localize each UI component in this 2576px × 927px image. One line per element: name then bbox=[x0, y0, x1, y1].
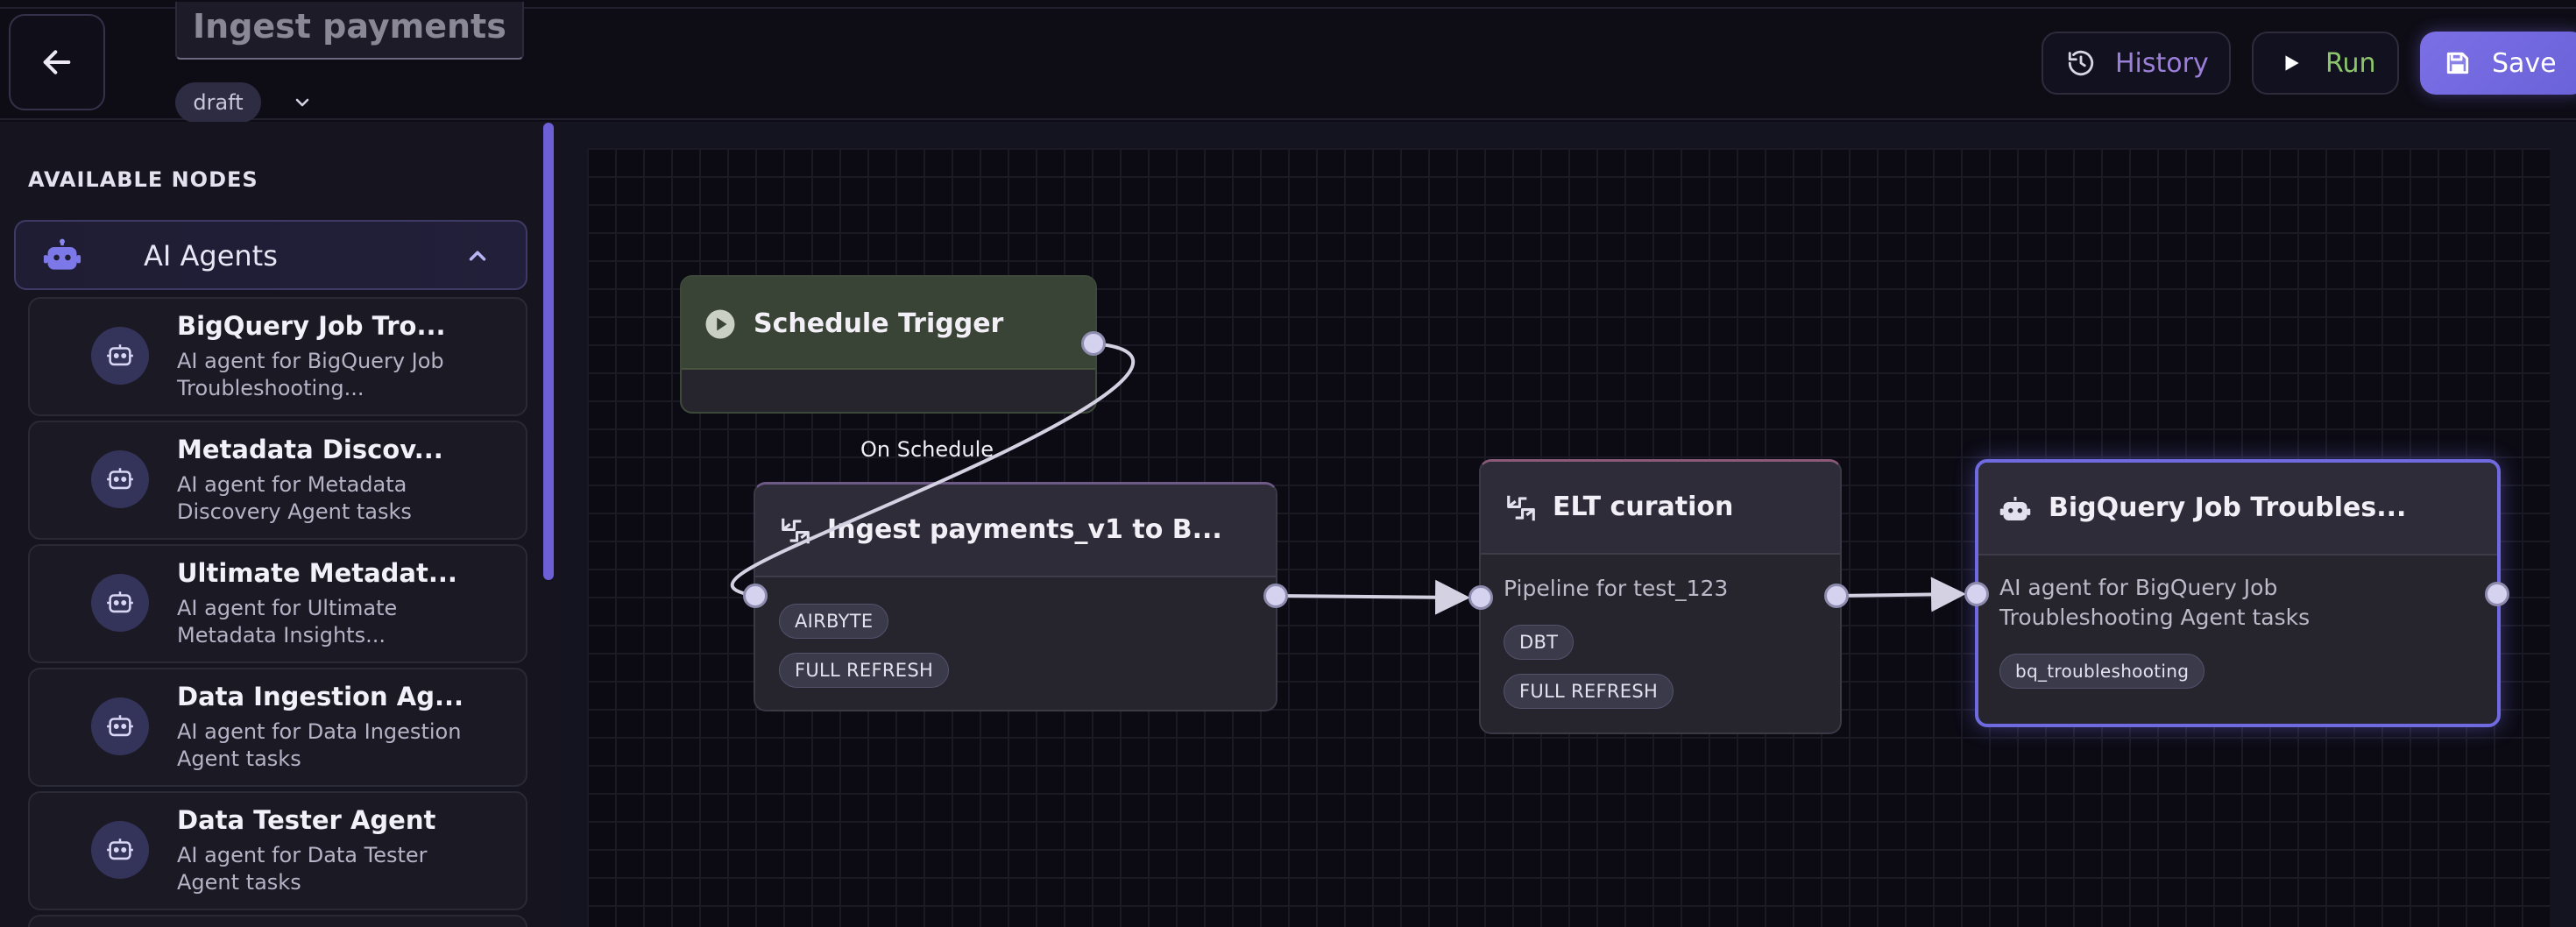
top-header: Ingest payments draft History Run Save bbox=[0, 0, 2576, 123]
history-button[interactable]: History bbox=[2042, 32, 2231, 95]
output-port[interactable] bbox=[1081, 331, 1106, 356]
node-header: Ingest payments_v1 to B... bbox=[755, 485, 1276, 577]
robot-icon bbox=[91, 574, 149, 632]
chevron-up-icon[interactable] bbox=[464, 243, 491, 272]
status-badge[interactable]: draft bbox=[175, 82, 261, 123]
chevron-down-icon bbox=[295, 98, 309, 107]
node-ingest-payments[interactable]: Ingest payments_v1 to B... AIRBYTE FULL … bbox=[754, 482, 1277, 711]
play-icon bbox=[2276, 48, 2306, 78]
node-title: Ingest payments_v1 to B... bbox=[827, 514, 1222, 545]
input-port[interactable] bbox=[743, 584, 768, 608]
header-divider bbox=[0, 7, 2576, 9]
robot-icon bbox=[91, 821, 149, 879]
category-ai-agents[interactable]: AI Agents bbox=[14, 220, 527, 290]
category-label: AI Agents bbox=[144, 239, 278, 272]
history-label: History bbox=[2115, 47, 2209, 79]
node-header: BigQuery Job Troubles... bbox=[1978, 463, 2497, 555]
palette-item-name: Data Ingestion Ag... bbox=[177, 682, 464, 711]
robot-icon bbox=[91, 450, 149, 508]
history-icon bbox=[2066, 48, 2096, 78]
robot-icon bbox=[91, 327, 149, 385]
palette-item-desc: AI agent for Data Ingestion Agent tasks bbox=[177, 719, 462, 771]
palette-item-name: BigQuery Job Tro... bbox=[177, 311, 446, 341]
input-port[interactable] bbox=[1964, 582, 1989, 606]
palette-item-metadata-discovery[interactable]: Metadata Discov... AI agent for Metadata… bbox=[28, 421, 527, 540]
node-description: Pipeline for test_123 bbox=[1504, 576, 1729, 601]
robot-icon bbox=[1998, 494, 2033, 529]
node-header: Schedule Trigger bbox=[682, 277, 1095, 370]
node-elt-curation[interactable]: ELT curation Pipeline for test_123 DBT F… bbox=[1479, 459, 1842, 734]
run-button[interactable]: Run bbox=[2252, 32, 2399, 95]
palette-item-data-tester[interactable]: Data Tester Agent AI agent for Data Test… bbox=[28, 791, 527, 910]
palette-item-name: Data Tester Agent bbox=[177, 805, 436, 835]
play-circle-icon bbox=[704, 308, 736, 343]
palette-item-data-ingestion[interactable]: Data Ingestion Ag... AI agent for Data I… bbox=[28, 668, 527, 787]
save-icon bbox=[2443, 48, 2473, 78]
save-button[interactable]: Save bbox=[2420, 32, 2576, 95]
palette-item-bigquery-job[interactable]: BigQuery Job Tro... AI agent for BigQuer… bbox=[28, 297, 527, 416]
output-port[interactable] bbox=[1263, 584, 1288, 608]
robot-icon bbox=[91, 697, 149, 755]
robot-icon bbox=[42, 237, 82, 280]
workflow-title-input[interactable]: Ingest payments bbox=[175, 2, 524, 60]
node-header: ELT curation bbox=[1481, 462, 1840, 555]
node-tag: FULL REFRESH bbox=[779, 653, 950, 688]
run-label: Run bbox=[2325, 47, 2376, 79]
output-port[interactable] bbox=[2485, 582, 2509, 606]
node-schedule-trigger[interactable]: Schedule Trigger bbox=[680, 275, 1097, 414]
node-title: Schedule Trigger bbox=[754, 308, 1004, 339]
palette-item-desc: AI agent for BigQuery Job Troubleshootin… bbox=[177, 349, 444, 400]
palette-item-desc: AI agent for Ultimate Metadata Insights.… bbox=[177, 596, 398, 647]
palette-item-partial[interactable] bbox=[28, 915, 527, 927]
node-tag: DBT bbox=[1504, 625, 1575, 660]
node-bigquery-agent[interactable]: BigQuery Job Troubles... AI agent for Bi… bbox=[1975, 459, 2501, 727]
node-tag: bq_troubleshooting bbox=[1999, 654, 2205, 689]
sidebar-section-title: AVAILABLE NODES bbox=[28, 167, 258, 192]
palette-item-name: Ultimate Metadat... bbox=[177, 558, 457, 588]
arrow-left-icon bbox=[43, 50, 71, 74]
edge-label-on-schedule: On Schedule bbox=[860, 437, 994, 462]
input-port[interactable] bbox=[1468, 585, 1493, 610]
status-dropdown-toggle[interactable] bbox=[289, 89, 315, 116]
palette-item-name: Metadata Discov... bbox=[177, 435, 443, 464]
node-title: BigQuery Job Troubles... bbox=[2049, 492, 2407, 523]
palette-item-desc: AI agent for Data Tester Agent tasks bbox=[177, 843, 428, 895]
node-title: ELT curation bbox=[1553, 492, 1734, 522]
node-tag: FULL REFRESH bbox=[1504, 674, 1674, 709]
save-label: Save bbox=[2492, 47, 2557, 79]
node-palette-sidebar: AVAILABLE NODES AI Agents BigQuery Job T… bbox=[0, 122, 561, 927]
node-tag: AIRBYTE bbox=[779, 604, 889, 639]
back-button[interactable] bbox=[9, 14, 105, 110]
node-description: AI agent for BigQuery Job Troubleshootin… bbox=[1999, 575, 2311, 630]
palette-item-ultimate-metadata[interactable]: Ultimate Metadat... AI agent for Ultimat… bbox=[28, 544, 527, 663]
output-port[interactable] bbox=[1824, 584, 1849, 608]
sidebar-scrollbar[interactable] bbox=[543, 123, 554, 580]
sync-arrows-icon bbox=[778, 514, 813, 551]
palette-item-desc: AI agent for Metadata Discovery Agent ta… bbox=[177, 472, 412, 524]
sync-arrows-icon bbox=[1504, 492, 1539, 528]
